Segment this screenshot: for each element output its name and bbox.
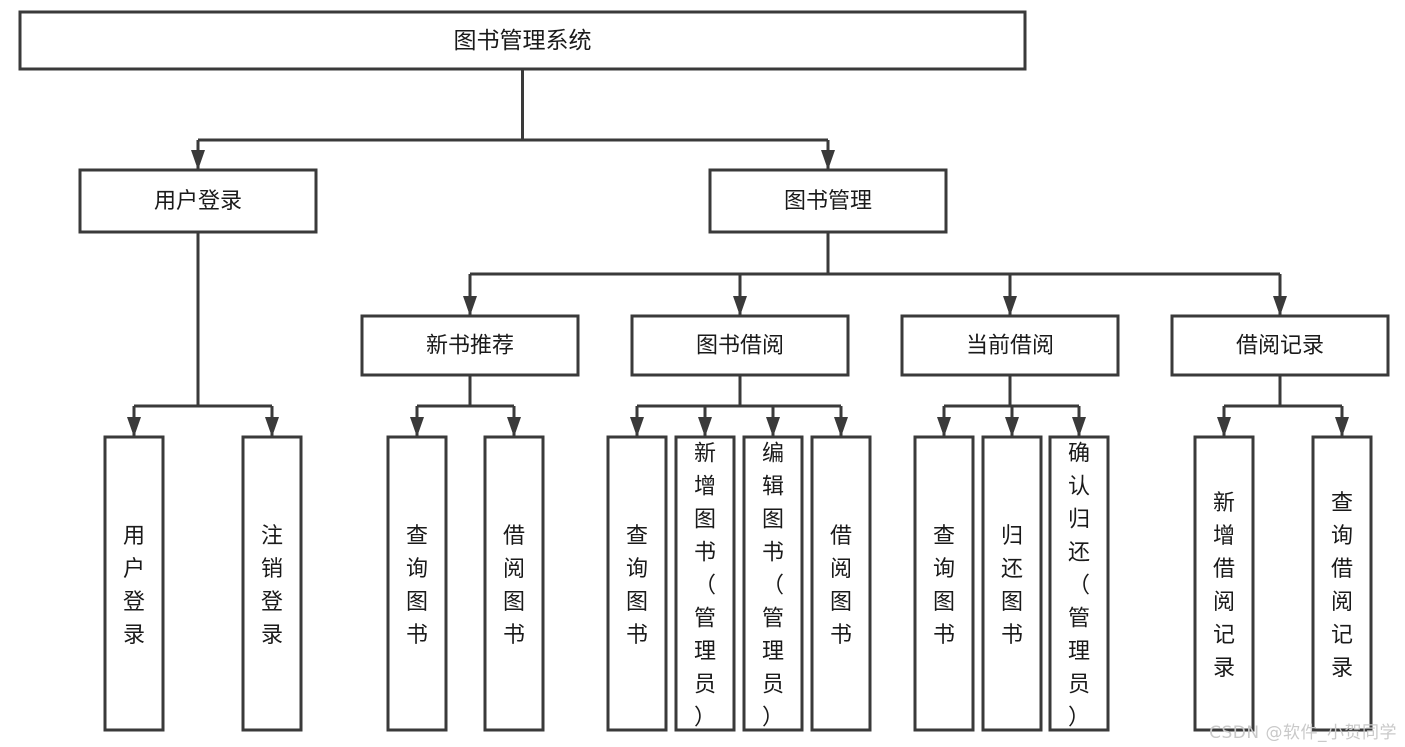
node-label-leaf-query-book-1: 查询图书 [406, 524, 428, 648]
arrow-head-icon [1217, 417, 1231, 437]
node-box-user-login [78, 168, 318, 234]
node-label-leaf-query-record: 查询借阅记录 [1331, 491, 1353, 681]
arrow-head-icon [191, 150, 205, 170]
node-leaf-borrow-book-1[interactable]: 借阅图书 [483, 435, 545, 732]
node-label-leaf-edit-book: 编辑图书（管理员） [762, 442, 784, 731]
node-leaf-query-book-1[interactable]: 查询图书 [386, 435, 448, 732]
arrow-head-icon [1273, 296, 1287, 316]
node-book-borrow[interactable]: 图书借阅 [630, 314, 850, 377]
node-root[interactable]: 图书管理系统 [18, 10, 1027, 71]
node-box-leaf-borrow-book-1 [483, 435, 545, 732]
node-label-current-borrow: 当前借阅 [966, 334, 1054, 359]
node-box-leaf-return-book [981, 435, 1043, 732]
node-box-current-borrow [900, 314, 1120, 377]
node-label-leaf-query-book-3: 查询图书 [933, 524, 955, 648]
node-leaf-add-book[interactable]: 新增图书（管理员） [674, 435, 736, 732]
node-label-book-borrow: 图书借阅 [696, 334, 784, 359]
node-current-borrow[interactable]: 当前借阅 [900, 314, 1120, 377]
node-label-user-login: 用户登录 [154, 189, 242, 214]
node-user-login[interactable]: 用户登录 [78, 168, 318, 234]
arrow-head-icon [410, 417, 424, 437]
node-label-leaf-add-record: 新增借阅记录 [1213, 491, 1235, 681]
arrow-head-icon [127, 417, 141, 437]
node-box-book-manage [708, 168, 948, 234]
connector-layer [127, 69, 1349, 437]
node-box-leaf-confirm-return [1048, 435, 1110, 732]
node-label-leaf-logout: 注销登录 [261, 524, 283, 648]
node-layer: 图书管理系统用户登录图书管理新书推荐图书借阅当前借阅借阅记录用户登录注销登录查询… [18, 10, 1390, 732]
node-leaf-return-book[interactable]: 归还图书 [981, 435, 1043, 732]
arrow-head-icon [463, 296, 477, 316]
node-label-leaf-add-book: 新增图书（管理员） [694, 442, 716, 731]
node-label-leaf-borrow-book-2: 借阅图书 [830, 524, 852, 648]
node-box-leaf-query-book-3 [913, 435, 975, 732]
node-label-leaf-confirm-return: 确认归还（管理员） [1068, 442, 1090, 731]
node-box-leaf-add-book [674, 435, 736, 732]
node-leaf-logout[interactable]: 注销登录 [241, 435, 303, 732]
node-box-leaf-query-record [1311, 435, 1373, 732]
arrow-head-icon [1335, 417, 1349, 437]
node-label-borrow-record: 借阅记录 [1236, 334, 1324, 359]
node-leaf-add-record[interactable]: 新增借阅记录 [1193, 435, 1255, 732]
node-leaf-query-book-3[interactable]: 查询图书 [913, 435, 975, 732]
node-label-leaf-borrow-book-1: 借阅图书 [503, 524, 525, 648]
arrow-head-icon [733, 296, 747, 316]
arrow-head-icon [698, 417, 712, 437]
node-box-leaf-add-record [1193, 435, 1255, 732]
node-leaf-user-login[interactable]: 用户登录 [103, 435, 165, 732]
arrow-head-icon [265, 417, 279, 437]
node-leaf-query-record[interactable]: 查询借阅记录 [1311, 435, 1373, 732]
arrow-head-icon [937, 417, 951, 437]
node-box-leaf-borrow-book-2 [810, 435, 872, 732]
arrow-head-icon [834, 417, 848, 437]
watermark-label: CSDN @软件_小贺同学 [1209, 723, 1397, 743]
node-leaf-edit-book[interactable]: 编辑图书（管理员） [742, 435, 804, 732]
node-box-borrow-record [1170, 314, 1390, 377]
arrow-head-icon [821, 150, 835, 170]
node-box-leaf-user-login [103, 435, 165, 732]
node-label-new-book-rec: 新书推荐 [426, 334, 514, 359]
node-box-leaf-query-book-2 [606, 435, 668, 732]
arrow-head-icon [1003, 296, 1017, 316]
node-box-root [18, 10, 1027, 71]
node-book-manage[interactable]: 图书管理 [708, 168, 948, 234]
node-box-book-borrow [630, 314, 850, 377]
node-box-leaf-query-book-1 [386, 435, 448, 732]
arrow-head-icon [507, 417, 521, 437]
node-leaf-borrow-book-2[interactable]: 借阅图书 [810, 435, 872, 732]
node-label-leaf-return-book: 归还图书 [1001, 524, 1023, 648]
node-new-book-rec[interactable]: 新书推荐 [360, 314, 580, 377]
node-leaf-query-book-2[interactable]: 查询图书 [606, 435, 668, 732]
node-label-book-manage: 图书管理 [784, 189, 872, 214]
node-label-leaf-query-book-2: 查询图书 [626, 524, 648, 648]
arrow-head-icon [1005, 417, 1019, 437]
node-label-leaf-user-login: 用户登录 [123, 524, 145, 648]
arrow-head-icon [1072, 417, 1086, 437]
node-box-new-book-rec [360, 314, 580, 377]
node-leaf-confirm-return[interactable]: 确认归还（管理员） [1048, 435, 1110, 732]
node-box-leaf-logout [241, 435, 303, 732]
node-box-leaf-edit-book [742, 435, 804, 732]
arrow-head-icon [766, 417, 780, 437]
arrow-head-icon [630, 417, 644, 437]
node-borrow-record[interactable]: 借阅记录 [1170, 314, 1390, 377]
node-label-root: 图书管理系统 [454, 28, 592, 54]
